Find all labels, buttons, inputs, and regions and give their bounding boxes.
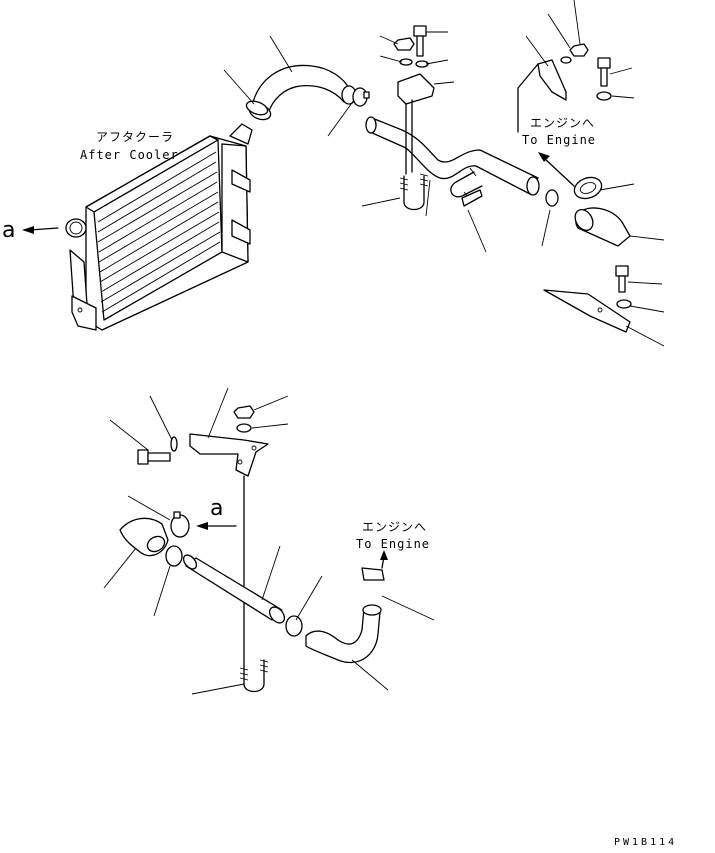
to-engine-top-jp: エンジンへ [530, 116, 596, 130]
nut-right [569, 43, 589, 57]
to-engine-bottom-en: To Engine [356, 537, 431, 551]
after-cooler [65, 123, 253, 331]
after-cooler-label-jp: アフタクーラ [96, 130, 175, 144]
washer-lower-right [616, 299, 632, 309]
lower-right-hose [305, 604, 382, 664]
clamp-right [545, 189, 559, 207]
bolt-right [597, 57, 611, 87]
washer-upper [399, 58, 413, 66]
lower-connector [361, 567, 385, 581]
cooler-inlet [229, 123, 253, 145]
intake-pipe [365, 116, 540, 196]
cooler-outlet [65, 218, 87, 238]
lower-right-bracket [543, 289, 631, 333]
clamp-lower-a [170, 511, 190, 538]
u-bolt-right [450, 167, 483, 207]
arrow-to-engine-top [538, 152, 575, 187]
washer-right-small [560, 56, 572, 64]
upper-bracket [397, 73, 435, 175]
clamp-upper-left [245, 100, 269, 116]
clamp-lower-pipe [285, 615, 303, 637]
lower-bracket [189, 433, 269, 667]
right-bracket [517, 59, 567, 133]
u-bolt-left [399, 173, 429, 211]
clamp-upper-mid [352, 87, 370, 107]
bolt-lower-right [615, 265, 629, 293]
leader-lines-upper [223, 0, 665, 347]
clamp-lower-b [165, 545, 183, 567]
arrow-a-left [22, 226, 59, 234]
hose-right [574, 207, 631, 247]
bolt-lower-left [137, 449, 171, 465]
lower-pipe [182, 554, 286, 624]
cooler-fins [97, 151, 221, 313]
nut-lower [233, 405, 255, 419]
elbow-right [573, 176, 603, 200]
washer-right [596, 91, 612, 101]
bolt-upper [413, 25, 427, 57]
drawing-code: PW1B114 [614, 837, 678, 848]
ref-a-bottom: a [210, 496, 224, 521]
washer-lower-left [170, 436, 178, 452]
to-engine-bottom-jp: エンジンへ [362, 520, 428, 534]
bottom-mount [71, 295, 97, 331]
washer-lower [236, 423, 252, 433]
nut-upper [393, 37, 415, 51]
to-engine-top-en: To Engine [522, 133, 597, 147]
arrow-a-bottom [196, 522, 237, 530]
arrow-to-engine-bottom [380, 550, 388, 569]
lower-left-elbow [119, 517, 169, 557]
ref-a-left: a [2, 218, 16, 243]
leader-lines-lower [103, 387, 435, 695]
after-cooler-label-en: After Cooler [80, 148, 179, 162]
